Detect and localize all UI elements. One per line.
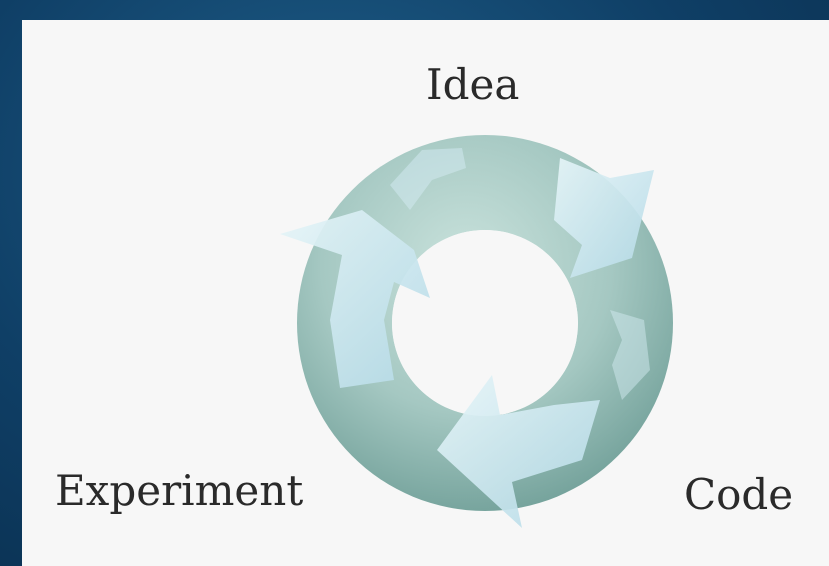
arrow-idea-to-code — [554, 158, 654, 278]
arrow-ghost-right — [610, 310, 650, 400]
node-idea-label: Idea — [426, 60, 520, 109]
slide: Idea Experiment Code — [22, 20, 829, 566]
cycle-diagram — [280, 135, 673, 528]
arrow-code-to-experiment — [437, 375, 600, 528]
arrow-experiment-to-idea — [280, 210, 430, 388]
node-experiment-label: Experiment — [55, 466, 304, 515]
node-code-label: Code — [684, 470, 794, 519]
arrow-ghost-top — [390, 148, 466, 210]
